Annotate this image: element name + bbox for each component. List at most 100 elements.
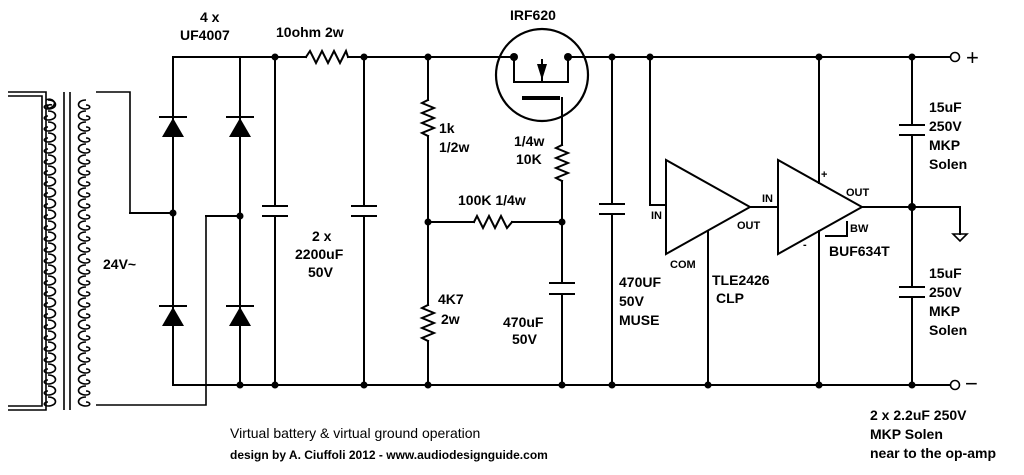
r1-power-label: 1/2w bbox=[439, 139, 469, 155]
c-out-voltage-label: 50V bbox=[619, 293, 645, 309]
c-top-voltage-label: 250V bbox=[929, 118, 962, 134]
coil-turn bbox=[77, 242, 91, 253]
coil-turn bbox=[43, 341, 57, 352]
note-line2: MKP Solen bbox=[870, 426, 943, 442]
r3-label: 100K 1/4w bbox=[458, 192, 526, 208]
diode-d2 bbox=[229, 118, 251, 137]
c-out-type-label: MUSE bbox=[619, 312, 659, 328]
coil-turn bbox=[77, 143, 91, 154]
opamp-com-label: COM bbox=[670, 259, 696, 271]
coil-turn bbox=[77, 275, 91, 286]
coil-turn bbox=[77, 341, 91, 352]
coil-turn bbox=[43, 396, 57, 407]
r2-value-label: 4K7 bbox=[438, 291, 464, 307]
coil-turn bbox=[43, 308, 57, 319]
coil-turn bbox=[43, 286, 57, 297]
coil-turn bbox=[77, 286, 91, 297]
coil-turn bbox=[77, 121, 91, 132]
resistor-100k bbox=[472, 213, 514, 231]
diode-bridge bbox=[129, 56, 254, 389]
divider-resistors bbox=[419, 56, 566, 386]
buffer-in-label: IN bbox=[762, 193, 773, 205]
capacitor-470uf-gate bbox=[549, 282, 575, 386]
coil-turn bbox=[77, 385, 91, 396]
buffer-out-label: OUT bbox=[846, 187, 870, 199]
c-bot-type-label: MKP bbox=[929, 303, 960, 319]
mosfet-label: IRF620 bbox=[510, 7, 556, 23]
resistor-10k bbox=[553, 143, 571, 183]
coil-turn bbox=[77, 99, 91, 110]
coil-turn bbox=[77, 198, 91, 209]
c-bot-voltage-label: 250V bbox=[929, 284, 962, 300]
coil-turn bbox=[43, 297, 57, 308]
coil-turn bbox=[77, 319, 91, 330]
coil-turn bbox=[43, 253, 57, 264]
coil-turn bbox=[43, 187, 57, 198]
coil-turn bbox=[43, 143, 57, 154]
coil-turn bbox=[43, 330, 57, 341]
r1-value-label: 1k bbox=[439, 120, 455, 136]
c-bot-value-label: 15uF bbox=[929, 265, 962, 281]
series-resistor-label: 10ohm 2w bbox=[276, 24, 344, 40]
r2-power-label: 2w bbox=[441, 311, 460, 327]
coil-turn bbox=[43, 231, 57, 242]
coil-turn bbox=[77, 297, 91, 308]
capacitor-2200uf-a bbox=[262, 56, 288, 386]
coil-turn bbox=[43, 264, 57, 275]
resistor-10ohm bbox=[304, 48, 350, 66]
buffer-bw-label: BW bbox=[850, 223, 869, 235]
diode-d3 bbox=[162, 307, 184, 326]
coil-turn bbox=[43, 220, 57, 231]
coil-turn bbox=[77, 220, 91, 231]
coil-turn bbox=[77, 330, 91, 341]
coil-turn bbox=[77, 308, 91, 319]
gate-r-power-label: 1/4w bbox=[514, 133, 544, 149]
coil-turn bbox=[43, 176, 57, 187]
coil-turn bbox=[77, 110, 91, 121]
diode-d1 bbox=[162, 118, 184, 137]
buffer-buf634t bbox=[777, 56, 913, 386]
coil-turn bbox=[77, 374, 91, 385]
transformer-voltage-label: 24V~ bbox=[103, 256, 136, 272]
opamp-part-label: TLE2426 bbox=[712, 272, 770, 288]
opamp-in-label: IN bbox=[651, 210, 662, 222]
coil-turn bbox=[77, 264, 91, 275]
c-top-value-label: 15uF bbox=[929, 99, 962, 115]
coil-turn bbox=[77, 352, 91, 363]
note-line1: 2 x 2.2uF 250V bbox=[870, 407, 967, 423]
c-out-value-label: 470UF bbox=[619, 274, 661, 290]
bulk-caps-count-label: 2 x bbox=[312, 228, 332, 244]
plus-terminal-label: + bbox=[966, 45, 979, 70]
opamp-tle2426 bbox=[649, 56, 779, 386]
buffer-part-label: BUF634T bbox=[829, 243, 890, 259]
diode-d4 bbox=[229, 307, 251, 326]
capacitor-470uf-muse bbox=[599, 53, 625, 386]
coil-turn bbox=[43, 363, 57, 374]
opamp-sub-label: CLP bbox=[716, 290, 744, 306]
coil-turn bbox=[43, 209, 57, 220]
opamp-out-label: OUT bbox=[737, 220, 761, 232]
coil-turn bbox=[77, 363, 91, 374]
gate-r-value-label: 10K bbox=[516, 151, 542, 167]
minus-terminal-label: − bbox=[965, 371, 978, 396]
note-line3: near to the op-amp bbox=[870, 445, 996, 461]
coil-turn bbox=[43, 99, 57, 110]
coil-turn bbox=[77, 165, 91, 176]
minus-terminal bbox=[949, 379, 961, 391]
bulk-caps-voltage-label: 50V bbox=[308, 264, 334, 280]
capacitor-2200uf-b bbox=[351, 56, 377, 386]
plus-terminal bbox=[949, 51, 961, 63]
c-gate-value-label: 470uF bbox=[503, 314, 544, 330]
coil-turn bbox=[77, 253, 91, 264]
coil-turn bbox=[77, 176, 91, 187]
coil-turn bbox=[43, 121, 57, 132]
output-capacitors bbox=[899, 56, 969, 386]
buffer-plus-label: + bbox=[821, 169, 827, 181]
coil-turn bbox=[77, 187, 91, 198]
footer-credit: design by A. Ciuffoli 2012 - www.audiode… bbox=[230, 448, 548, 462]
coil-turn bbox=[43, 132, 57, 143]
coil-turn bbox=[43, 374, 57, 385]
ground-icon bbox=[951, 233, 969, 243]
coil-turn bbox=[43, 165, 57, 176]
coil-turn bbox=[77, 209, 91, 220]
